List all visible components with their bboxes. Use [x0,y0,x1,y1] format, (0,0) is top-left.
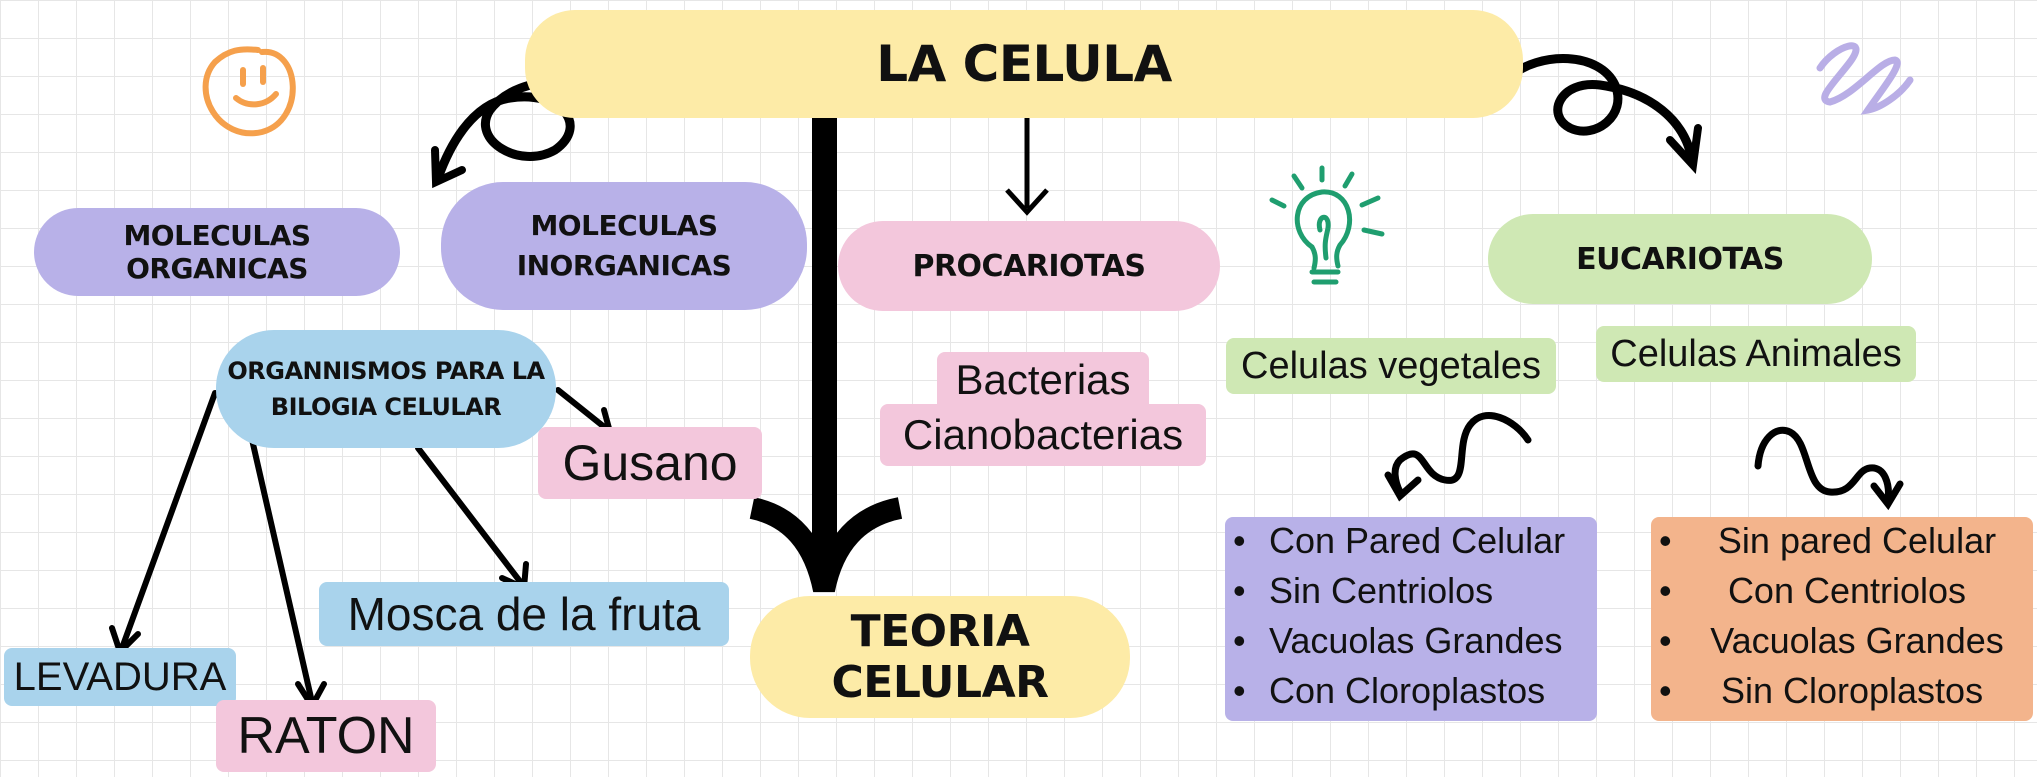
list-item: •Sin Centriolos [1233,570,1494,611]
title-banner: LA CELULA [525,10,1523,118]
list-item: •Con Pared Celular [1233,520,1566,561]
teoria-celular-node: TEORIA CELULAR [750,596,1130,718]
prokaryote-example-bacterias: Bacterias [937,352,1149,408]
eucariotas-label: EUCARIOTAS [1576,241,1784,277]
organismos-node: ORGANNISMOS PARA LA BILOGIA CELULAR [216,330,556,448]
list-item: •Con Cloroplastos [1233,670,1546,711]
list-item: •Sin Cloroplastos [1659,670,1984,711]
list-item: •Sin pared Celular [1659,520,1997,561]
plant-traits-box [1225,517,1597,721]
eucariotas-node: EUCARIOTAS [1488,214,1872,304]
organism-raton: RATON [216,700,436,772]
scribble-doodle [1816,42,1914,115]
teoria-celular-label: TEORIA CELULAR [831,606,1049,708]
celulas-animales-label: Celulas Animales [1596,326,1916,382]
moleculas-inorganicas-line1: MOLECULAS [530,209,718,242]
organism-gusano: Gusano [538,427,762,499]
organismos-line1: ORGANNISMOS PARA LA [227,357,545,385]
moleculas-organicas-label: MOLECULAS ORGANICAS [123,219,311,285]
organismos-line2: BILOGIA CELULAR [270,393,502,421]
list-item: •Vacuolas Grandes [1233,620,1563,661]
smiley-icon [202,46,296,137]
prokaryote-example-cianobacterias: Cianobacterias [880,404,1206,466]
moleculas-organicas-node: MOLECULAS ORGANICAS [34,208,400,296]
plant-traits-list: •Con Pared Celular •Sin Centriolos •Vacu… [1225,516,1597,716]
organism-levadura: LEVADURA [4,648,236,706]
animal-traits-box [1651,517,2033,721]
organism-mosca: Mosca de la fruta [319,582,729,646]
curly-arrow-right [1503,54,1702,174]
celulas-vegetales-label: Celulas vegetales [1226,338,1556,394]
moleculas-inorganicas-node: MOLECULAS INORGANICAS [441,182,807,310]
central-arrow [749,95,903,593]
list-item: •Vacuolas Grandes [1659,620,2004,661]
procariotas-node: PROCARIOTAS [838,221,1220,311]
animal-traits-list: •Sin pared Celular •Con Centriolos •Vacu… [1651,516,2033,716]
lightbulb-icon [1269,165,1385,285]
list-item: •Con Centriolos [1659,570,1967,611]
arrow-to-procariotas [1005,115,1049,216]
moleculas-inorganicas-line2: INORGANICAS [516,249,732,282]
procariotas-label: PROCARIOTAS [912,248,1146,284]
title-text: LA CELULA [876,35,1172,93]
squiggle-arrows [1384,412,1904,511]
